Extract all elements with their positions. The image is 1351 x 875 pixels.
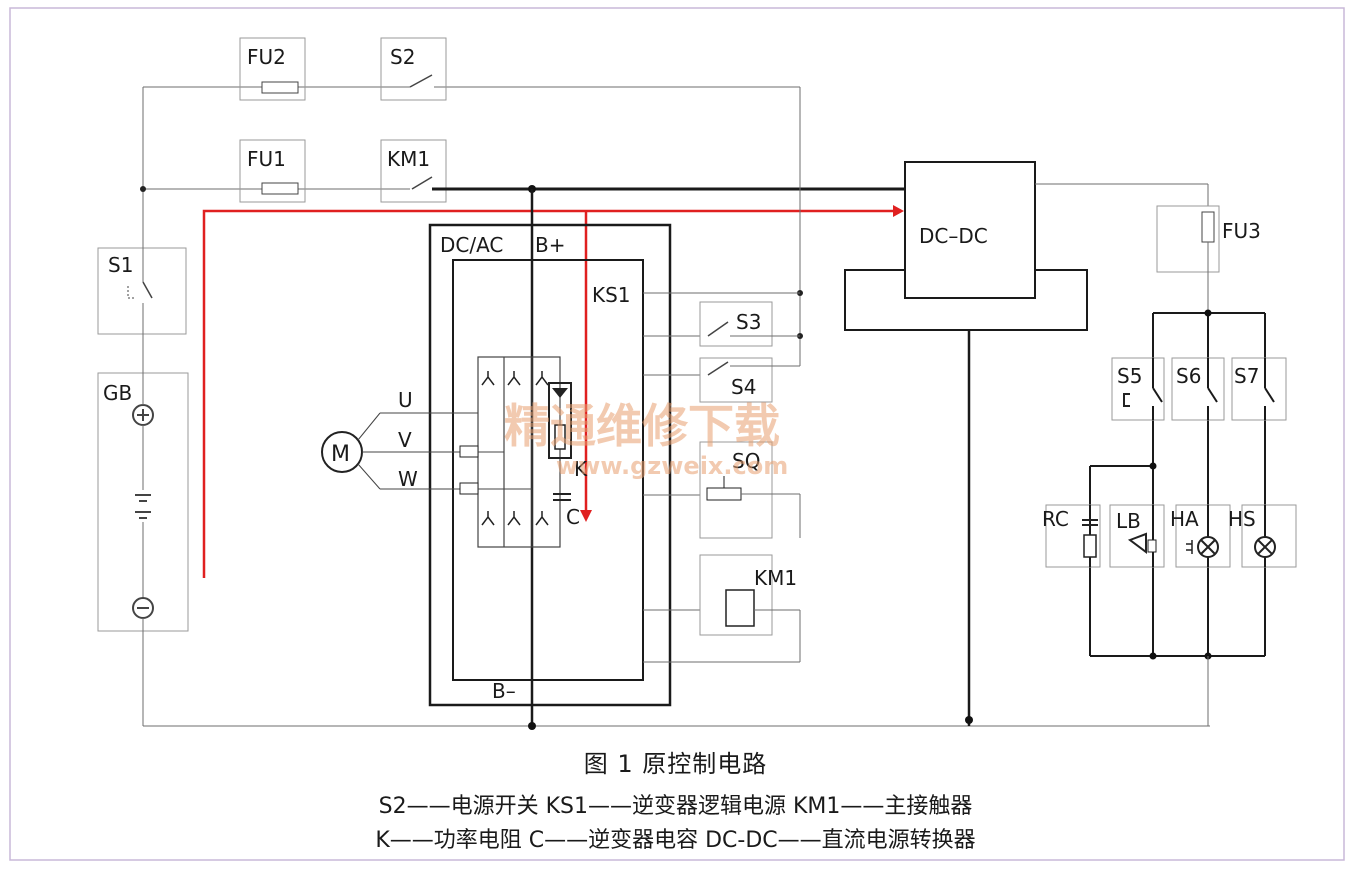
s1-switch: S1 (97, 247, 187, 335)
diode-icon (552, 388, 568, 398)
s3-switch: S3 (699, 301, 800, 347)
fu1-fuse: FU1 (239, 139, 306, 203)
lb-buzzer (1109, 504, 1165, 568)
legend-line-2: K——功率电阻 C——逆变器电容 DC-DC——直流电源转换器 (375, 828, 976, 853)
page-frame (9, 7, 1345, 861)
km1-coil-label: KM1 (754, 566, 797, 590)
fu3-label: FU3 (1222, 219, 1261, 243)
km1-top-label: KM1 (387, 147, 430, 171)
figure-title: 图 1 原控制电路 (583, 750, 768, 778)
fu2-label: FU2 (247, 45, 286, 69)
potentiometer-icon (706, 487, 742, 501)
s7-label: S7 (1234, 364, 1259, 388)
ks1-label: KS1 (592, 283, 631, 307)
gb-battery: GB (97, 372, 189, 632)
switch-contact-icon (142, 281, 153, 299)
s3-label: S3 (736, 310, 761, 334)
s6-switch (1171, 357, 1225, 421)
fu1-label: FU1 (247, 147, 286, 171)
fu2-fuse: FU2 (239, 37, 306, 101)
bplus-label: B+ (535, 233, 565, 257)
fuse-icon (1201, 211, 1215, 243)
buzzer-icon (1127, 532, 1147, 554)
resistor-k-icon (548, 382, 572, 459)
s6-label: S6 (1176, 364, 1201, 388)
w-label: W (398, 467, 418, 491)
switch-contact-icon (707, 361, 729, 376)
contact-icon (411, 176, 433, 190)
current-path (202, 205, 904, 578)
s4-switch: S4 (699, 357, 800, 403)
arrow-down-icon (580, 510, 592, 522)
signal-circuit: S5 S6 S7 RC LB HA HS (1042, 309, 1297, 726)
switch-contact-icon (707, 321, 729, 337)
s1-label: S1 (108, 253, 133, 277)
motor: M (321, 412, 381, 490)
transistor-icons (481, 371, 549, 526)
s4-label: S4 (731, 375, 756, 399)
switch-contact-icon (409, 74, 433, 88)
km1-contact: KM1 (380, 139, 447, 203)
hs-label: HS (1228, 507, 1256, 531)
gb-label: GB (103, 381, 132, 405)
dcdc-label: DC–DC (919, 224, 988, 248)
watermark-text: 精通维修下载 (504, 399, 780, 453)
motor-label: M (331, 442, 350, 467)
dcac-label: DC/AC (440, 233, 503, 257)
sq-sensor: SQ (699, 441, 801, 539)
s2-label: S2 (390, 45, 415, 69)
s5-switch (1111, 357, 1165, 421)
k-label: K (574, 457, 588, 481)
fuse-icon (261, 81, 299, 94)
u-label: U (398, 388, 413, 412)
lb-label: LB (1116, 509, 1141, 533)
s2-switch: S2 (380, 37, 447, 101)
fu3-fuse: FU3 (1156, 205, 1261, 312)
fuse-icon (261, 182, 299, 195)
rc-label: RC (1042, 507, 1069, 531)
coil-icon (725, 589, 755, 627)
legend-line-1: S2——电源开关 KS1——逆变器逻辑电源 KM1——主接触器 (378, 794, 973, 819)
bminus-label: B– (492, 679, 516, 703)
v-label: V (398, 428, 412, 452)
s7-switch (1231, 357, 1287, 421)
sq-label: SQ (732, 449, 760, 473)
dcdc-converter: DC–DC (844, 161, 1209, 726)
arrow-right-icon (893, 205, 904, 217)
km1-coil: KM1 (643, 554, 801, 663)
watermark-url: www.gzweix.com (556, 452, 788, 480)
c-label: C (566, 505, 580, 529)
ha-label: HA (1170, 507, 1199, 531)
s5-label: S5 (1117, 364, 1142, 388)
resistor-icon (1083, 534, 1097, 558)
dcac-inverter: DC/AC B+ B– KS1 K C U V W (380, 189, 672, 730)
